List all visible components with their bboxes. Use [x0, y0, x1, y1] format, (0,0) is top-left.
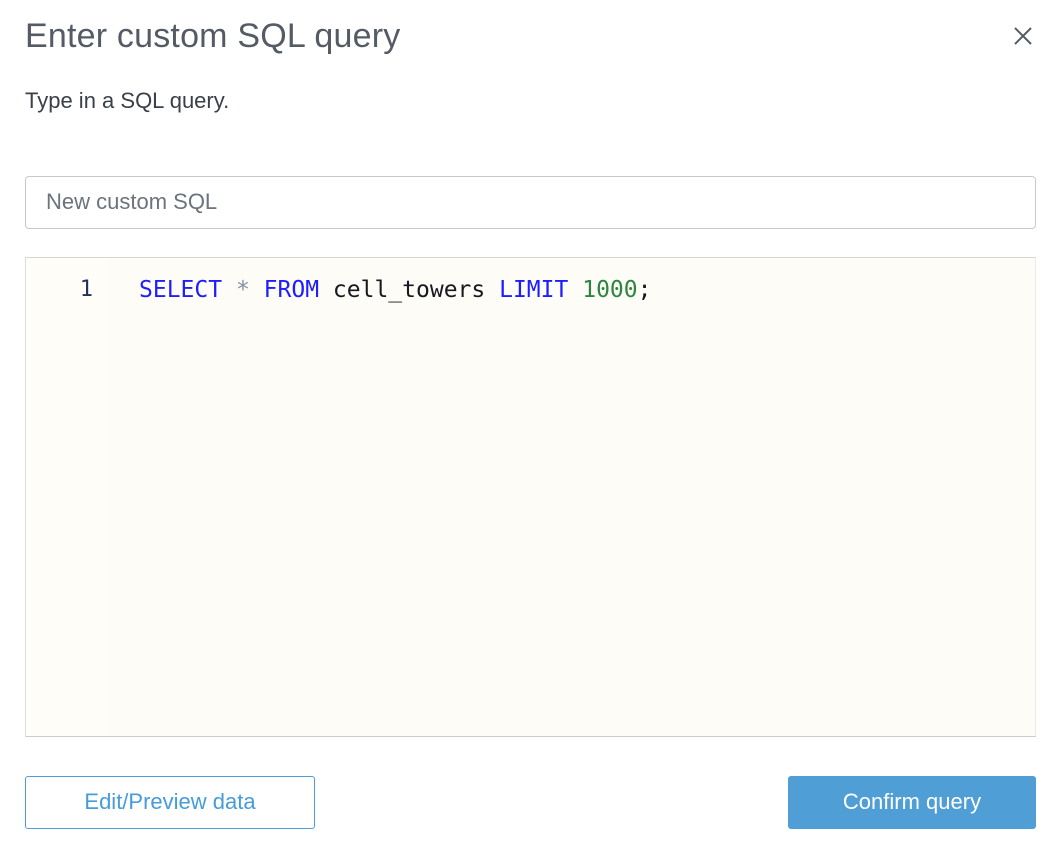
confirm-query-button[interactable]: Confirm query: [788, 775, 1036, 829]
code-token: cell_towers: [332, 276, 486, 303]
code-token: 1000: [582, 276, 638, 303]
code-token: [568, 277, 582, 303]
code-token: [222, 277, 236, 303]
dialog-footer: Edit/Preview data Confirm query: [25, 775, 1036, 829]
dialog-subtitle: Type in a SQL query.: [25, 87, 230, 113]
sql-editor[interactable]: 1 SELECT * FROM cell_towers LIMIT 1000;: [25, 256, 1036, 737]
editor-gutter: 1: [26, 257, 106, 736]
code-token: SELECT: [139, 276, 223, 303]
edit-preview-data-button[interactable]: Edit/Preview data: [25, 775, 315, 829]
code-token: [250, 277, 264, 303]
code-token: LIMIT: [499, 276, 569, 303]
line-number: 1: [79, 276, 93, 302]
code-token: [485, 277, 499, 303]
code-token: [319, 277, 333, 303]
code-token: *: [235, 276, 250, 303]
code-line: SELECT * FROM cell_towers LIMIT 1000;: [139, 275, 1035, 305]
dialog-header: Enter custom SQL query: [25, 16, 1036, 57]
dialog-title: Enter custom SQL query: [25, 17, 401, 55]
close-icon: [1012, 25, 1034, 47]
code-area[interactable]: SELECT * FROM cell_towers LIMIT 1000;: [106, 258, 1035, 736]
query-name-input[interactable]: [25, 175, 1036, 229]
close-button[interactable]: [1007, 20, 1039, 52]
code-token: ;: [637, 276, 652, 303]
code-token: FROM: [263, 276, 320, 303]
